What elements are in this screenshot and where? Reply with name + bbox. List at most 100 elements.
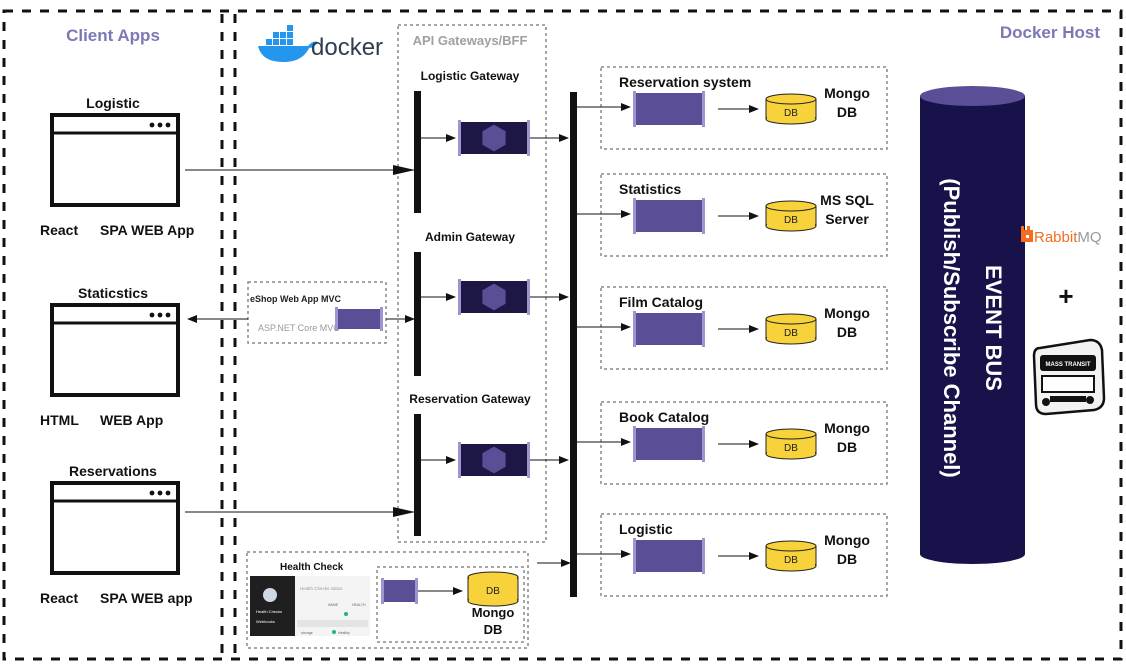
db-name-line2: Server <box>825 211 869 227</box>
browser-window-icon <box>50 481 180 575</box>
rabbitmq-text-1: Rabbit <box>1034 229 1078 246</box>
db-label: DB <box>784 555 798 566</box>
db-cylinder-icon: DB <box>765 313 817 345</box>
db-cylinder-icon: DB <box>765 200 817 232</box>
mvc-title: eShop Web App MVC <box>250 294 341 304</box>
healthy-status-icon <box>332 630 336 634</box>
db-cylinder-icon: DB <box>765 428 817 460</box>
gateway-title: Reservation Gateway <box>409 392 531 406</box>
hexagon-icon <box>391 581 408 601</box>
client-app-tech: HTML <box>40 412 79 428</box>
client-app-name: Logistic <box>86 95 140 111</box>
event-bus-top <box>920 86 1025 106</box>
service-container-icon <box>633 426 705 462</box>
masstransit-logo: MASS TRANSIT <box>1032 338 1106 416</box>
health-check: Health Check Health Checks status Health… <box>246 551 571 649</box>
db-name-line2: DB <box>837 551 857 567</box>
event-bus-bottom <box>920 544 1025 564</box>
hexagon-icon <box>657 315 681 343</box>
docker-host-title: Docker Host <box>1000 23 1100 42</box>
event-bus-body <box>920 96 1025 554</box>
masstransit-text: MASS TRANSIT <box>1046 362 1091 368</box>
mvc-container-icon <box>335 307 383 331</box>
rabbit-icon <box>1021 226 1033 242</box>
service-name: Statistics <box>619 181 681 197</box>
gateway-container-icon <box>458 442 530 478</box>
mvc-subtitle: ASP.NET Core MVC <box>258 323 340 333</box>
db-label: DB <box>784 443 798 454</box>
gateway-container-icon <box>458 120 530 156</box>
api-gateways-title: API Gateways/BFF <box>413 33 528 48</box>
gateway-title: Logistic Gateway <box>421 69 520 83</box>
gateway-bar-logistic <box>414 91 421 213</box>
mvc-box <box>247 281 387 344</box>
hexagon-icon <box>657 430 681 458</box>
health-check-box <box>246 551 529 649</box>
client-app-tech: React <box>40 222 78 238</box>
docker-logo-text: docker <box>311 34 383 61</box>
service-box <box>600 286 888 370</box>
event-bus: EVENT BUS (Publish/Subscribe Channel) <box>920 86 1025 564</box>
service-name: Reservation system <box>619 74 751 90</box>
rabbitmq-text-2: MQ <box>1077 229 1101 246</box>
service-container-icon <box>633 198 705 234</box>
hc-screenshot-header: Health Checks status <box>300 586 343 591</box>
service-name: Film Catalog <box>619 294 703 310</box>
db-name-line2: DB <box>837 439 857 455</box>
db-cylinder-icon: DB <box>765 93 817 125</box>
health-check-title: Health Check <box>280 562 344 573</box>
db-name-line2: DB <box>837 324 857 340</box>
mvc-app: eShop Web App MVC ASP.NET Core MVC <box>247 281 387 344</box>
hc-col-health: HEALTH <box>352 603 366 607</box>
hc-db-label: DB <box>486 586 500 597</box>
service-name: Logistic <box>619 521 673 537</box>
client-app-type: SPA WEB App <box>100 222 194 238</box>
service-box <box>600 66 888 150</box>
outer-frame <box>2 9 1123 661</box>
db-name-line1: Mongo <box>824 532 870 548</box>
services-bus-bar <box>570 92 577 597</box>
hexagon-icon <box>351 310 367 328</box>
gateway-container-icon <box>458 279 530 315</box>
health-check-screenshot: Health Checks status Health Checks Webho… <box>250 576 370 636</box>
hc-db-name-1: Mongo <box>472 605 515 620</box>
plus-sign: + <box>1058 281 1073 311</box>
service-container-icon <box>633 311 705 347</box>
hc-db-cylinder: DB <box>467 571 519 607</box>
db-name-line1: Mongo <box>824 305 870 321</box>
client-apps-title: Client Apps <box>66 26 160 45</box>
hc-container-icon <box>381 578 418 604</box>
event-bus-line2: (Publish/Subscribe Channel) <box>939 178 964 477</box>
healthy-status-icon <box>344 612 348 616</box>
hc-col-name: NAME <box>328 603 339 607</box>
db-label: DB <box>784 328 798 339</box>
service-container-icon <box>633 538 705 574</box>
service-box <box>600 513 888 597</box>
db-cylinder-icon: DB <box>765 540 817 572</box>
service-box <box>600 401 888 485</box>
docker-logo: docker <box>258 25 383 63</box>
api-gateways-box <box>397 24 547 543</box>
client-app-type: WEB App <box>100 412 163 428</box>
hexagon-icon <box>657 95 681 123</box>
client-app-name: Reservations <box>69 463 157 479</box>
browser-window-icon <box>50 303 180 397</box>
hc-menu-2: Webhooks <box>256 619 275 624</box>
hc-menu-1: Health Checks <box>256 609 282 614</box>
hexagon-icon <box>657 202 681 230</box>
service-box <box>600 173 888 257</box>
services-group: Reservation systemDBMongoDBStatisticsDBM… <box>577 66 888 597</box>
docker-whale-icon <box>258 25 318 63</box>
gateway-title: Admin Gateway <box>425 230 515 244</box>
client-app-type: SPA WEB app <box>100 590 193 606</box>
